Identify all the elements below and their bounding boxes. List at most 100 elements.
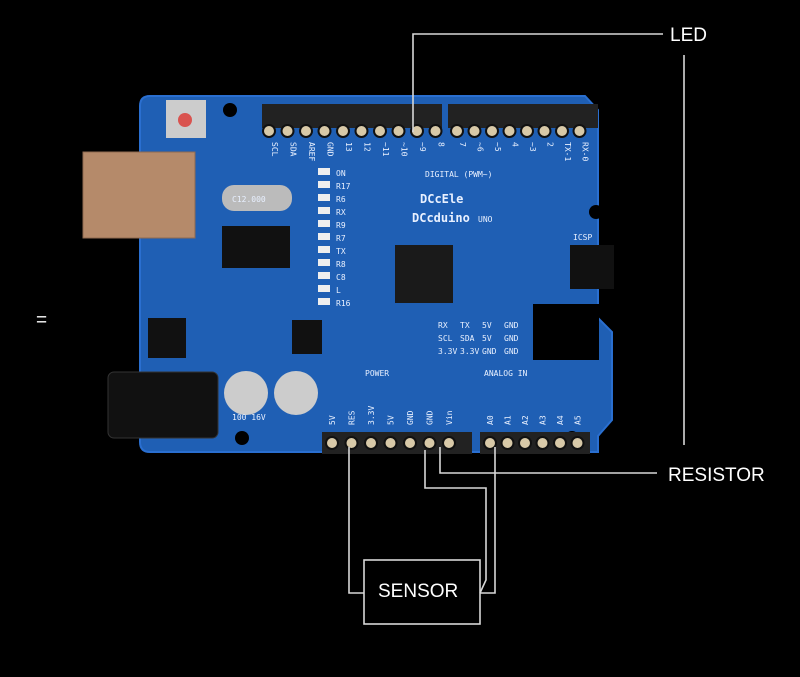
sensor-label: SENSOR (378, 581, 458, 602)
smd-component (318, 259, 330, 266)
header-table-label: GND (504, 321, 519, 330)
header-table-label: GND (482, 347, 497, 356)
svg-text:ICSP: ICSP (573, 233, 592, 242)
header-table-label: SDA (460, 334, 475, 343)
component-label: ON (336, 169, 346, 178)
pin-label: SDA (289, 142, 298, 157)
component-label: TX (336, 247, 346, 256)
pin-label: ~11 (381, 142, 390, 157)
pin (336, 124, 350, 138)
header-table-label: 5V (482, 321, 492, 330)
capacitor-label: 100 16V (232, 413, 266, 422)
smd-component (318, 285, 330, 292)
pin (572, 124, 587, 138)
pin (280, 124, 295, 138)
pin-label: 2 (546, 142, 555, 147)
pin (373, 124, 387, 138)
resistor-label: RESISTOR (668, 465, 765, 486)
component-label: C8 (336, 273, 346, 282)
mount-hole (589, 205, 603, 219)
pin-label: A1 (504, 415, 513, 425)
usb-chip (222, 226, 290, 268)
pin-label: ~5 (493, 142, 502, 152)
capacitor (224, 371, 268, 415)
led-wire (412, 33, 663, 132)
svg-text:C12.000: C12.000 (232, 195, 266, 204)
pin-label: Vin (445, 410, 454, 425)
icsp-header (570, 245, 614, 289)
pin-label: SCL (270, 142, 279, 157)
pin (555, 124, 569, 138)
dc-jack (107, 371, 219, 439)
sensor-box (363, 559, 481, 625)
pin (344, 436, 359, 450)
pin-label: GND (406, 410, 415, 425)
pin (467, 124, 482, 138)
header-table-label: 3.3V (460, 347, 479, 356)
component-label: R16 (336, 299, 351, 308)
mount-hole (235, 431, 249, 445)
pin (518, 436, 532, 450)
sensor-a0-wire (480, 447, 496, 594)
pin-label: AREF (307, 142, 316, 161)
pin-label: ~10 (400, 142, 409, 157)
pin-label: A0 (486, 415, 495, 425)
pin-label: 3.3V (367, 406, 376, 425)
pin (299, 124, 313, 138)
component-label: RX (336, 208, 346, 217)
pin (502, 124, 517, 138)
pin (570, 436, 585, 450)
pin-label: 12 (363, 142, 372, 152)
pin (485, 124, 499, 138)
svg-text:DCcEle: DCcEle (420, 192, 463, 206)
header-table-label: TX (460, 321, 470, 330)
crystal (222, 185, 292, 211)
smd-component (318, 181, 330, 188)
pin (391, 124, 406, 138)
pin-label: GND (326, 142, 335, 157)
sensor-5v-wire (348, 447, 364, 594)
header-table-label: 3.3V (438, 347, 457, 356)
smd-component (318, 233, 330, 240)
header-table-label: RX (438, 321, 448, 330)
component-label: R6 (336, 195, 346, 204)
pin-label: ~9 (418, 142, 427, 152)
microcontroller (395, 245, 453, 303)
mount-hole (223, 103, 237, 117)
pin (410, 124, 424, 138)
pin (428, 124, 443, 138)
svg-text:POWER: POWER (365, 369, 389, 378)
pin-label: ~3 (528, 142, 537, 152)
pin (354, 124, 369, 138)
pin-label: A4 (556, 415, 565, 425)
component-label: R9 (336, 221, 346, 230)
smd-component (318, 246, 330, 253)
pin-label: GND (426, 410, 435, 425)
pin-label: A2 (521, 415, 530, 425)
pin (450, 124, 464, 138)
pin-label: A5 (574, 415, 583, 425)
pin-label: 7 (458, 142, 467, 147)
pin (403, 436, 417, 450)
pin (520, 124, 534, 138)
pin-label: TX-1 (563, 142, 572, 161)
pin (325, 436, 339, 450)
led-label: LED (670, 25, 707, 46)
header-block (533, 304, 599, 360)
smd-component (318, 194, 330, 201)
component-label: L (336, 286, 341, 295)
smd-component (318, 298, 330, 305)
pin (364, 436, 378, 450)
svg-text:DIGITAL (PWM~): DIGITAL (PWM~) (425, 170, 492, 179)
pin (262, 124, 276, 138)
pin (383, 436, 398, 450)
header-table-label: SCL (438, 334, 453, 343)
svg-text:DCcduino: DCcduino (412, 211, 470, 225)
pin (537, 124, 552, 138)
component-label: R8 (336, 260, 346, 269)
header-table-label: GND (504, 347, 519, 356)
header-top-left (262, 104, 442, 128)
smd-component (318, 168, 330, 175)
pin-label: ~6 (476, 142, 485, 152)
